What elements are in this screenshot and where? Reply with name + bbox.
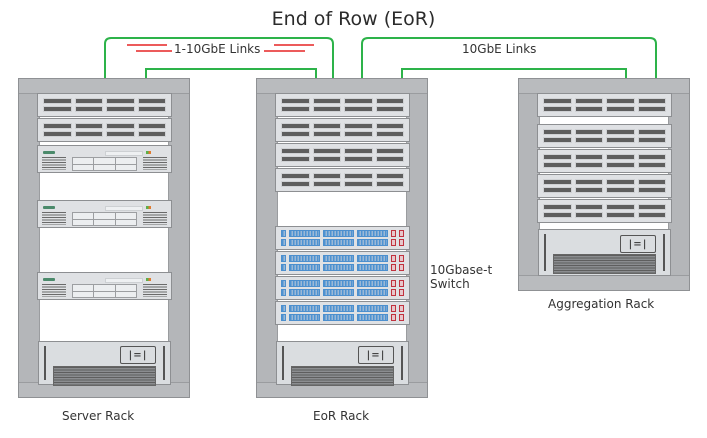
blade-chassis xyxy=(275,168,410,192)
power-supply-unit: |=| xyxy=(538,229,671,276)
switch-label-line1: 10Gbase-t xyxy=(430,263,493,277)
power-supply-unit: |=| xyxy=(276,341,409,386)
link-eor-to-agg-inner xyxy=(401,68,627,78)
blade-chassis xyxy=(37,93,172,117)
power-supply-unit: |=| xyxy=(38,341,171,386)
diagram-title: End of Row (EoR) xyxy=(271,8,436,30)
switch-label: 10Gbase-t Switch xyxy=(430,263,492,291)
blade-chassis xyxy=(37,118,172,142)
eor-rack: |=| xyxy=(256,78,428,398)
blade-chassis xyxy=(537,149,672,173)
blade-chassis xyxy=(275,93,410,117)
aggregation-rack: |=| xyxy=(518,78,690,291)
link-label-10gbe: 10GbE Links xyxy=(462,42,537,56)
rack-label-server: Server Rack xyxy=(62,409,135,423)
psu-badge-icon: |=| xyxy=(358,346,394,364)
link-server-to-eor-outer xyxy=(104,37,334,78)
switch-label-line2: Switch xyxy=(430,277,470,291)
link-server-to-eor-inner xyxy=(145,68,317,78)
blade-chassis xyxy=(537,199,672,223)
server-rack: |=| xyxy=(18,78,190,398)
10gbase-t-switch xyxy=(275,301,410,325)
10gbase-t-switch xyxy=(275,276,410,300)
blade-chassis xyxy=(537,93,672,117)
blade-chassis xyxy=(275,118,410,142)
server-unit xyxy=(37,200,172,228)
10gbase-t-switch xyxy=(275,251,410,275)
blade-chassis xyxy=(537,124,672,148)
link-label-1-10gbe: 1-10GbE Links xyxy=(174,42,261,56)
blade-chassis xyxy=(537,174,672,198)
server-unit xyxy=(37,272,172,300)
psu-badge-icon: |=| xyxy=(120,346,156,364)
link-eor-to-agg-outer xyxy=(361,37,657,78)
10gbase-t-switch xyxy=(275,226,410,250)
blade-chassis xyxy=(275,143,410,167)
rack-label-aggregation: Aggregation Rack xyxy=(548,297,655,311)
server-unit xyxy=(37,145,172,173)
psu-badge-icon: |=| xyxy=(620,235,656,253)
rack-label-eor: EoR Rack xyxy=(313,409,370,423)
